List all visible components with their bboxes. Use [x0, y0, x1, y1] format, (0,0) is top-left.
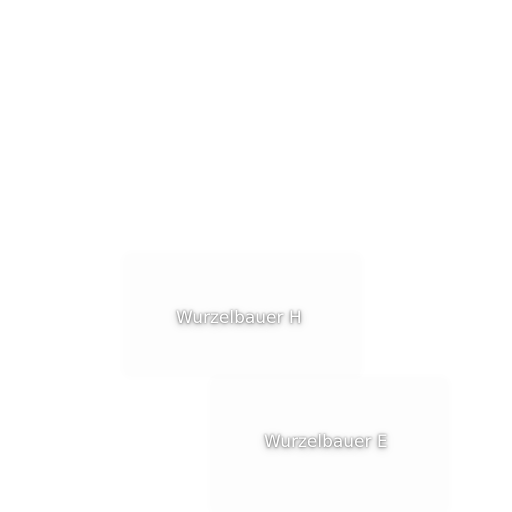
- item-label-h[interactable]: Wurzelbauer H: [176, 308, 302, 328]
- item-tile-h[interactable]: [125, 255, 360, 375]
- item-tile-e[interactable]: [212, 379, 447, 512]
- item-label-e[interactable]: Wurzelbauer E: [264, 432, 388, 452]
